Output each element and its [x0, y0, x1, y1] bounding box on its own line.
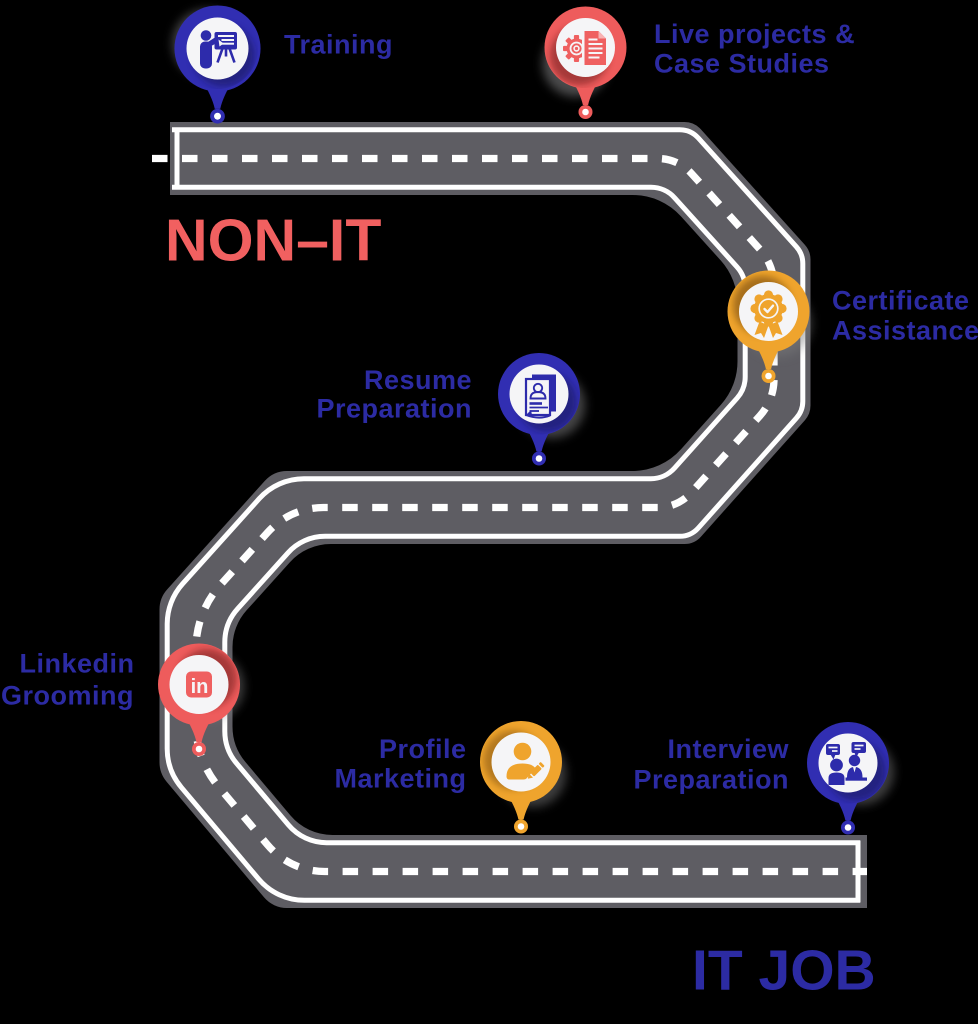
- svg-text:Certificate: Certificate: [832, 286, 970, 316]
- svg-text:Preparation: Preparation: [633, 765, 789, 795]
- svg-text:Training: Training: [284, 30, 393, 60]
- svg-text:Interview: Interview: [667, 734, 789, 764]
- svg-text:NON–IT: NON–IT: [165, 208, 381, 274]
- svg-text:Resume: Resume: [364, 365, 472, 395]
- svg-text:IT JOB: IT JOB: [692, 939, 876, 1003]
- svg-text:Grooming: Grooming: [1, 681, 134, 711]
- svg-text:Live projects &: Live projects &: [654, 19, 855, 49]
- svg-text:Preparation: Preparation: [316, 394, 472, 424]
- svg-text:Case Studies: Case Studies: [654, 49, 830, 79]
- svg-text:Linkedin: Linkedin: [19, 649, 134, 679]
- svg-text:in: in: [191, 676, 209, 698]
- svg-text:Profile: Profile: [379, 734, 467, 764]
- svg-text:Assistance: Assistance: [832, 316, 978, 346]
- svg-text:Marketing: Marketing: [334, 764, 466, 794]
